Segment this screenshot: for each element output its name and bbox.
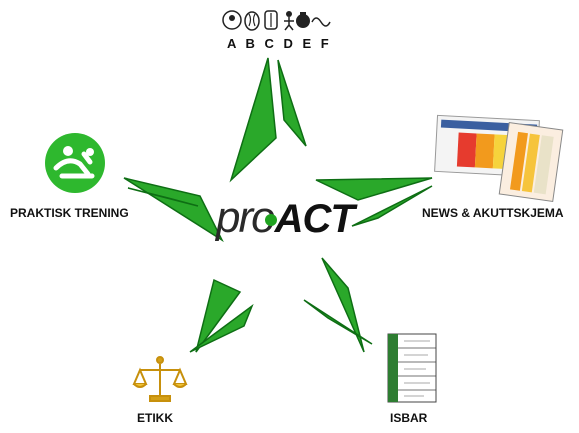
news-chart-sheets-icon: [434, 114, 564, 202]
star-shape: [123, 57, 433, 353]
isbar-checklist-icon: [387, 333, 437, 403]
star-blade: [315, 177, 433, 201]
logo-green-dot: [265, 214, 277, 226]
star-blade: [123, 177, 224, 243]
star-blade: [189, 303, 254, 353]
logo-part-act: ACT: [274, 197, 355, 241]
label-news-akuttskjema: NEWS & AKUTTSKJEMA: [422, 206, 564, 220]
star-blade: [303, 299, 373, 345]
label-etikk: ETIKK: [137, 411, 173, 425]
scales-of-justice-icon: [132, 356, 188, 402]
label-abcdef: A B C D E F: [227, 36, 332, 51]
label-praktisk-trening: PRAKTISK TRENING: [10, 206, 129, 220]
star-blade: [127, 187, 199, 207]
star-blade: [351, 185, 433, 227]
star-blade: [321, 257, 365, 353]
label-isbar: ISBAR: [390, 411, 428, 425]
practical-training-icon: [45, 133, 105, 193]
star-blade: [195, 278, 242, 353]
star-blade: [229, 57, 277, 183]
star-blade: [277, 59, 307, 147]
proact-logo: proACT: [216, 193, 355, 243]
abcdef-assessment-icons: [222, 10, 331, 31]
